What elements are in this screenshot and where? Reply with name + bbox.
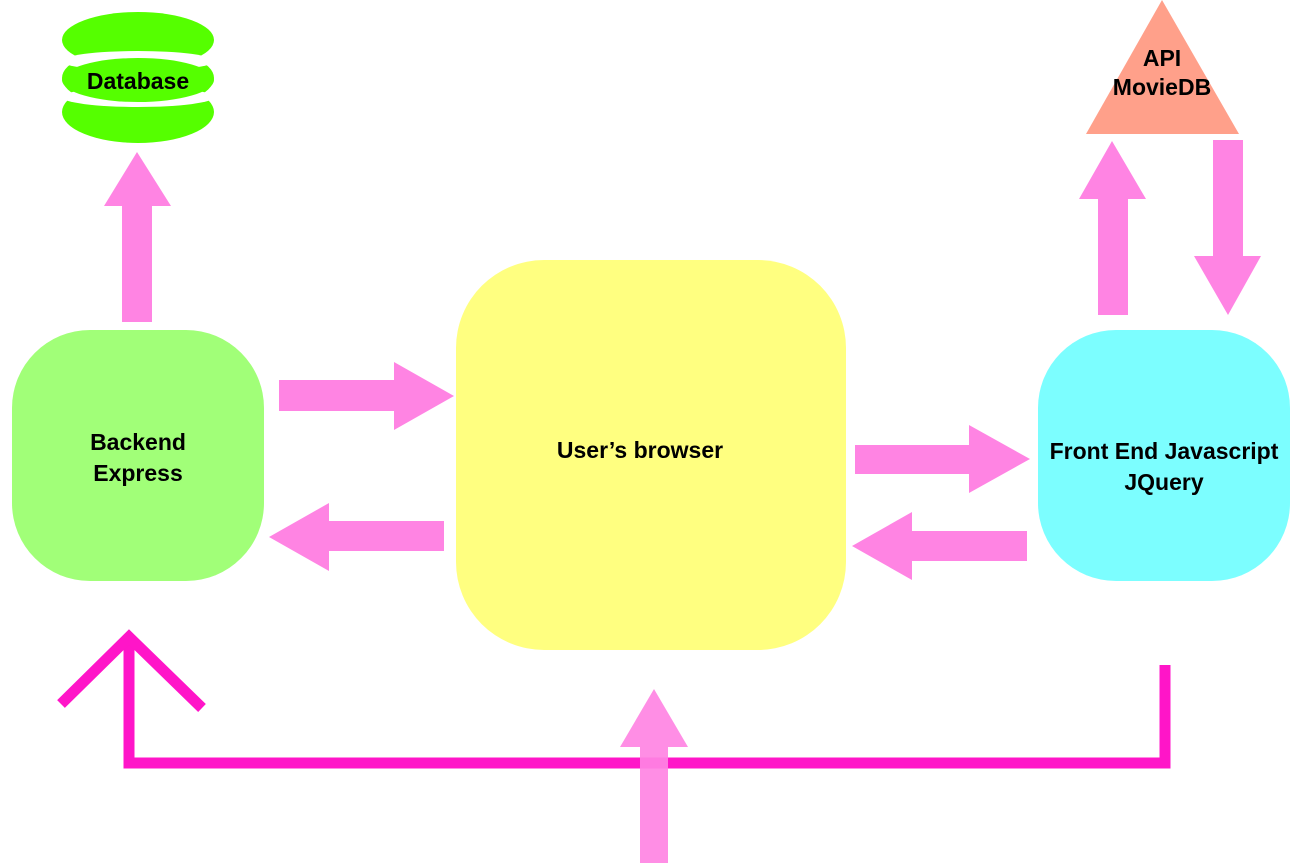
arrow-api-to-frontend <box>1194 140 1261 315</box>
api-triangle <box>1086 0 1239 134</box>
arrow-browser-to-frontend <box>855 425 1030 493</box>
arrow-frontend-to-api <box>1079 141 1146 315</box>
api-label-line2: MovieDB <box>1113 74 1211 100</box>
frontend-box <box>1038 330 1290 581</box>
arrow-backend-to-database <box>104 152 171 322</box>
arrow-frontend-to-browser <box>852 512 1027 580</box>
arrow-backend-to-browser <box>279 362 454 430</box>
browser-box <box>456 260 846 650</box>
arrow-user-to-browser <box>620 689 688 863</box>
database-label: Database <box>87 68 189 94</box>
backend-label-line1: Backend <box>90 429 186 455</box>
arrow-browser-to-backend <box>269 503 444 571</box>
backend-box <box>12 330 264 581</box>
frontend-label-line2: JQuery <box>1124 469 1203 495</box>
frontend-label-line1: Front End Javascript <box>1050 438 1279 464</box>
browser-label: User’s browser <box>557 437 723 463</box>
database-icon <box>62 12 214 143</box>
backend-label-line2: Express <box>93 460 183 486</box>
api-label-line1: API <box>1143 45 1181 71</box>
frontend-to-backend-loop-line <box>57 629 1171 769</box>
